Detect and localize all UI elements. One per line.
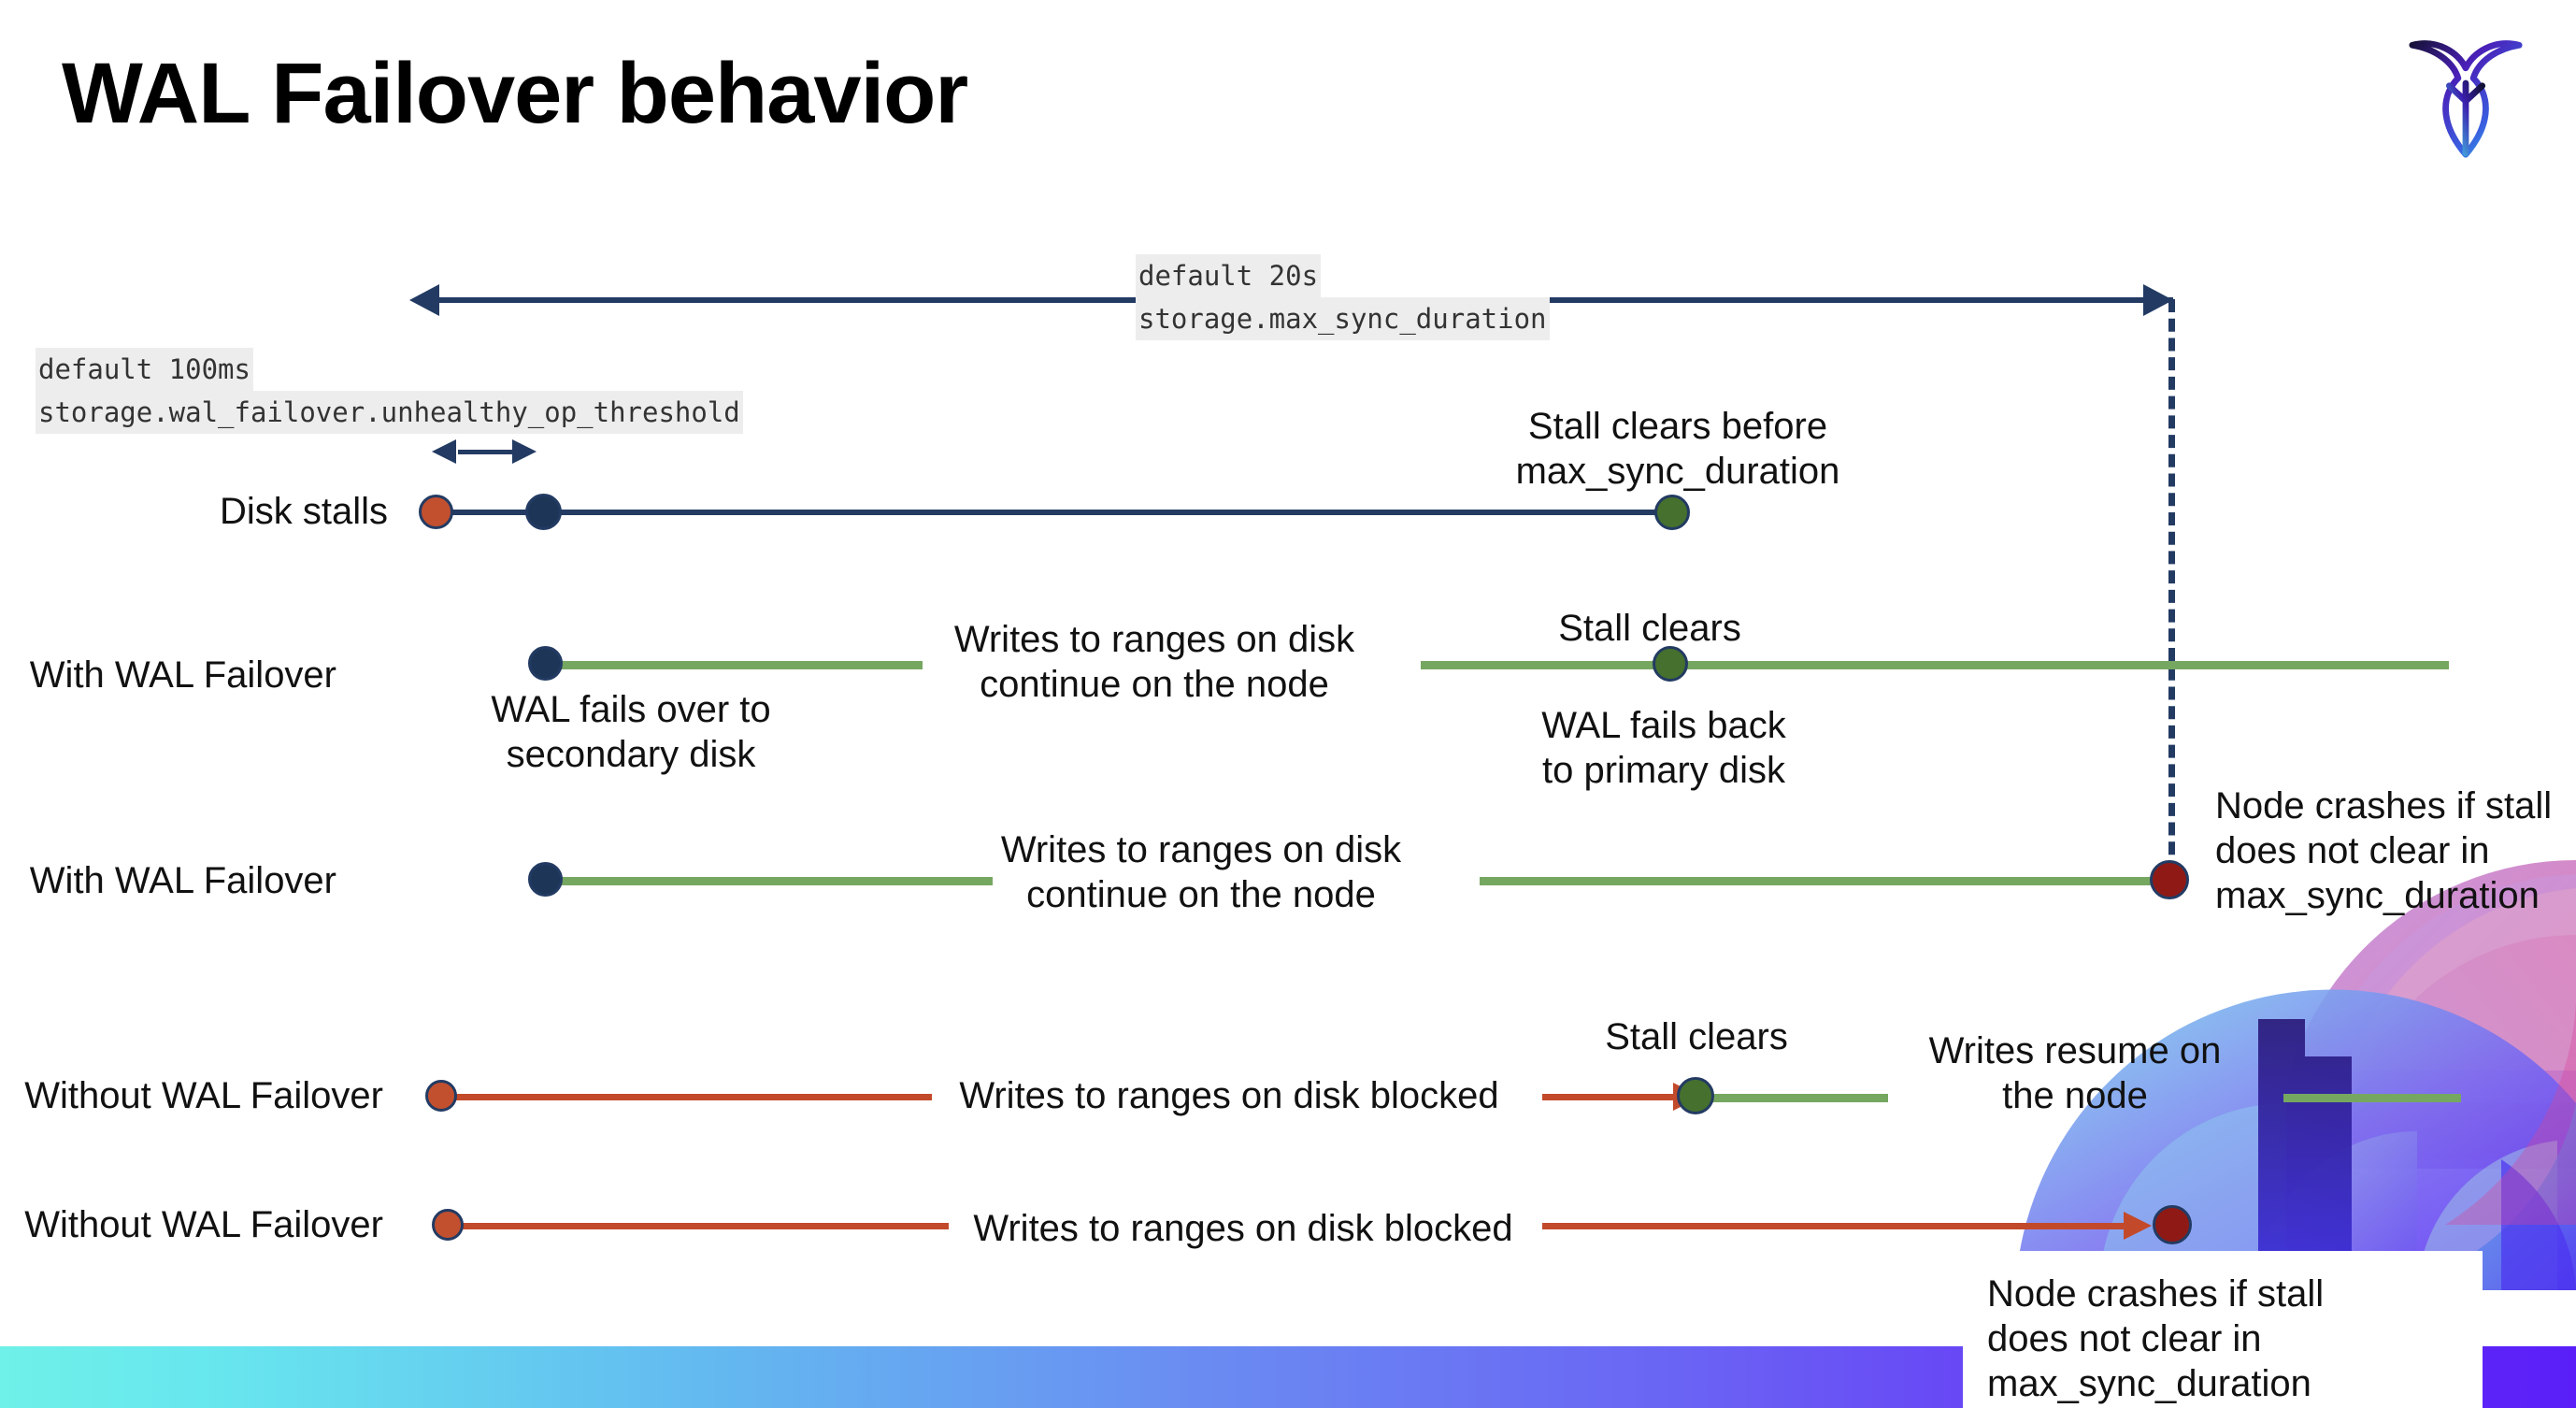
without-wal-crash-start-dot — [432, 1209, 464, 1241]
disk-stalls-start-dot — [419, 495, 453, 529]
measure-arrow-left-icon — [409, 284, 439, 316]
without-wal-crash-segment-a — [453, 1223, 949, 1229]
wal-failover-clear-dot — [1653, 646, 1688, 682]
row-label-disk-stalls: Disk stalls — [219, 491, 388, 532]
measure-arrow-right-icon — [2143, 284, 2173, 316]
note-writes-resume: Writes resume on the node — [1928, 1030, 2222, 1116]
note-wal-fails-over: WAL fails over to secondary disk — [491, 689, 771, 775]
note-node-crashes-1: Node crashes if stall does not clear in … — [2215, 785, 2553, 916]
without-wal-clear-dot — [1677, 1077, 1714, 1114]
without-wal-crash-arrow-icon — [2124, 1212, 2152, 1240]
without-wal-crash-segment-b — [1542, 1223, 2126, 1229]
wal-failover-crash-dot — [2150, 860, 2189, 899]
max-sync-duration-guide-line — [2168, 299, 2175, 874]
row-label-without-wal-failover-recovers: Without WAL Failover — [24, 1075, 383, 1116]
note-writes-continue: Writes to ranges on disk continue on the… — [953, 619, 1355, 705]
without-wal-start-dot — [425, 1080, 457, 1112]
disk-stalls-threshold-dot — [525, 494, 562, 530]
note-node-crashes-2: Node crashes if stall does not clear in … — [1963, 1251, 2483, 1408]
without-wal-blocked-segment-a — [446, 1094, 932, 1100]
without-wal-blocked-segment-b — [1542, 1094, 1678, 1100]
without-wal-resume-segment-b — [2283, 1094, 2461, 1102]
wal-failover-segment-b — [1421, 661, 2449, 669]
unhealthy-op-threshold-annotation: default 100ms storage.wal_failover.unhea… — [36, 348, 743, 434]
threshold-arrow-right-icon — [512, 439, 537, 464]
note-writes-blocked-2: Writes to ranges on disk blocked — [973, 1208, 1513, 1249]
threshold-measure-line — [458, 450, 514, 454]
max-sync-duration-default: default 20s — [1136, 254, 1322, 297]
row-label-with-wal-failover-recovers: With WAL Failover — [29, 654, 336, 696]
unhealthy-op-threshold-setting: storage.wal_failover.unhealthy_op_thresh… — [36, 391, 743, 434]
note-writes-continue-2: Writes to ranges on disk continue on the… — [1000, 829, 1402, 915]
note-stall-clears: Stall clears — [1558, 608, 1741, 649]
without-wal-crash-dot — [2153, 1205, 2192, 1244]
wal-failover-crash-segment-b — [1480, 877, 2171, 885]
without-wal-resume-segment-a — [1710, 1094, 1888, 1102]
note-stall-clears-before: Stall clears before max_sync_duration — [1515, 406, 1840, 492]
max-sync-duration-annotation: default 20s storage.max_sync_duration — [1136, 254, 1550, 340]
wal-failover-start-dot — [528, 646, 563, 681]
wal-failover-segment-a — [544, 661, 923, 669]
disk-stalls-clear-dot — [1654, 495, 1690, 530]
row-label-without-wal-failover-crashes: Without WAL Failover — [24, 1204, 383, 1245]
threshold-arrow-left-icon — [432, 439, 456, 464]
note-writes-blocked: Writes to ranges on disk blocked — [959, 1075, 1499, 1116]
page-title: WAL Failover behavior — [62, 46, 968, 141]
cockroachdb-logo — [2402, 26, 2529, 168]
unhealthy-op-threshold-default: default 100ms — [36, 348, 253, 391]
note-stall-clears-2: Stall clears — [1605, 1016, 1788, 1057]
note-wal-fails-back: WAL fails back to primary disk — [1541, 705, 1786, 791]
disk-stalls-timeline — [436, 510, 1674, 515]
row-label-with-wal-failover-crashes: With WAL Failover — [29, 860, 336, 901]
max-sync-duration-setting: storage.max_sync_duration — [1136, 297, 1550, 340]
wal-failover-crash-start-dot — [528, 862, 563, 897]
wal-failover-crash-segment-a — [544, 877, 993, 885]
